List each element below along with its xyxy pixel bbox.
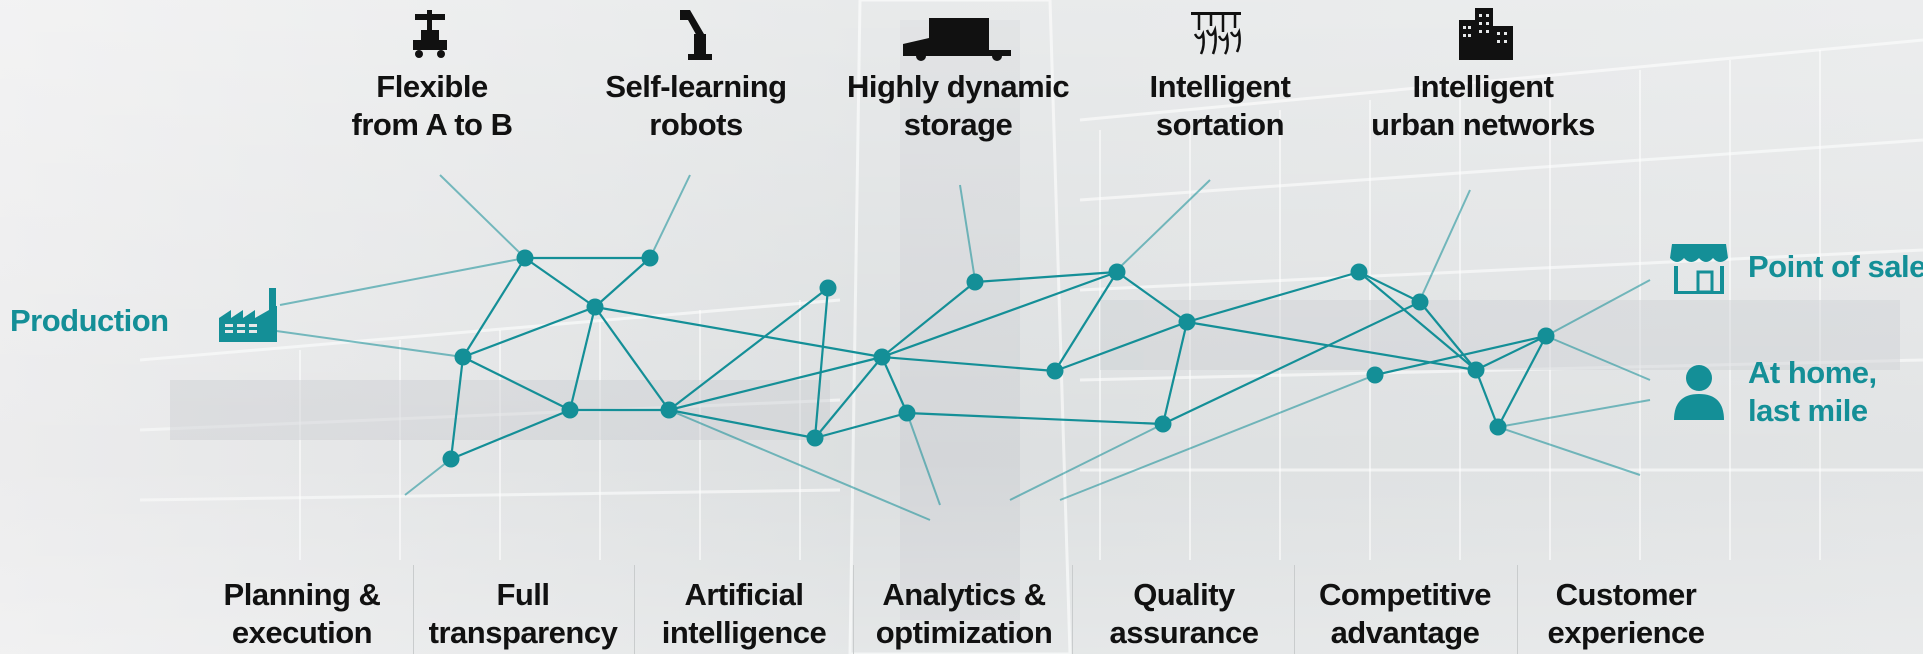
- caption-highly-dynamic-storage: Highly dynamic storage: [846, 68, 1070, 144]
- caption-line2: urban networks: [1371, 107, 1595, 142]
- point-of-sale-label: Point of sale: [1748, 248, 1923, 286]
- benefit-full-transparency: Full transparency: [429, 576, 618, 652]
- caption-line1: Intelligent: [1412, 69, 1554, 104]
- at-home-line2: last mile: [1748, 393, 1868, 428]
- benefit-line1: Customer: [1555, 577, 1697, 612]
- caption-line1: Intelligent: [1149, 69, 1291, 104]
- faded-connector-lines: [254, 174, 1651, 521]
- benefit-customer-experience: Customer experience: [1547, 576, 1706, 652]
- benefit-artificial-intelligence: Artificial intelligence: [662, 576, 827, 652]
- agv-robot-icon: [413, 10, 447, 58]
- caption-self-learning-robots: Self-learning robots: [605, 68, 787, 144]
- divider: [413, 565, 414, 654]
- benefit-line1: Competitive: [1319, 577, 1491, 612]
- benefit-line2: optimization: [875, 615, 1053, 650]
- factory-icon: [219, 288, 277, 342]
- caption-intelligent-urban-networks: Intelligent urban networks: [1371, 68, 1595, 144]
- caption-line1: Self-learning: [605, 69, 787, 104]
- caption-line1: Flexible: [376, 69, 488, 104]
- robot-arm-icon: [680, 10, 712, 60]
- store-icon: [1670, 244, 1728, 294]
- benefit-line1: Artificial: [684, 577, 804, 612]
- caption-flexible-a-to-b: Flexible from A to B: [352, 68, 513, 144]
- benefit-competitive-advantage: Competitive advantage: [1319, 576, 1491, 652]
- caption-line2: storage: [903, 107, 1013, 142]
- benefit-line1: Quality: [1133, 577, 1235, 612]
- benefit-line2: experience: [1547, 615, 1706, 650]
- benefit-quality-assurance: Quality assurance: [1110, 576, 1259, 652]
- caption-line2: robots: [649, 107, 743, 142]
- network-edges: [449, 256, 1547, 461]
- benefit-planning-execution: Planning & execution: [224, 576, 381, 652]
- divider: [1072, 565, 1073, 654]
- caption-intelligent-sortation: Intelligent sortation: [1150, 68, 1291, 144]
- production-text: Production: [10, 303, 169, 338]
- divider: [1517, 565, 1518, 654]
- point-of-sale-text: Point of sale: [1748, 249, 1923, 284]
- benefit-line2: execution: [231, 615, 373, 650]
- benefit-line2: intelligence: [661, 615, 827, 650]
- divider: [634, 565, 635, 654]
- person-icon: [1674, 365, 1724, 420]
- at-home-line1: At home,: [1748, 355, 1877, 390]
- production-label: Production: [10, 302, 169, 340]
- city-buildings-icon: [1459, 8, 1513, 60]
- divider: [1294, 565, 1295, 654]
- caption-line2: sortation: [1155, 107, 1285, 142]
- benefit-analytics-optimization: Analytics & optimization: [876, 576, 1053, 652]
- divider: [853, 565, 854, 654]
- benefit-line2: transparency: [428, 615, 618, 650]
- caption-line2: from A to B: [351, 107, 513, 142]
- benefit-line1: Full: [496, 577, 550, 612]
- network-nodes: [442, 249, 1555, 468]
- truck-container-icon: [903, 18, 1011, 61]
- sorter-icon: [1191, 12, 1241, 55]
- benefit-line1: Analytics &: [882, 577, 1046, 612]
- benefit-line2: assurance: [1109, 615, 1259, 650]
- benefit-line1: Planning &: [223, 577, 381, 612]
- benefit-line2: advantage: [1330, 615, 1480, 650]
- caption-line1: Highly dynamic: [846, 69, 1070, 104]
- at-home-last-mile-label: At home, last mile: [1748, 354, 1877, 430]
